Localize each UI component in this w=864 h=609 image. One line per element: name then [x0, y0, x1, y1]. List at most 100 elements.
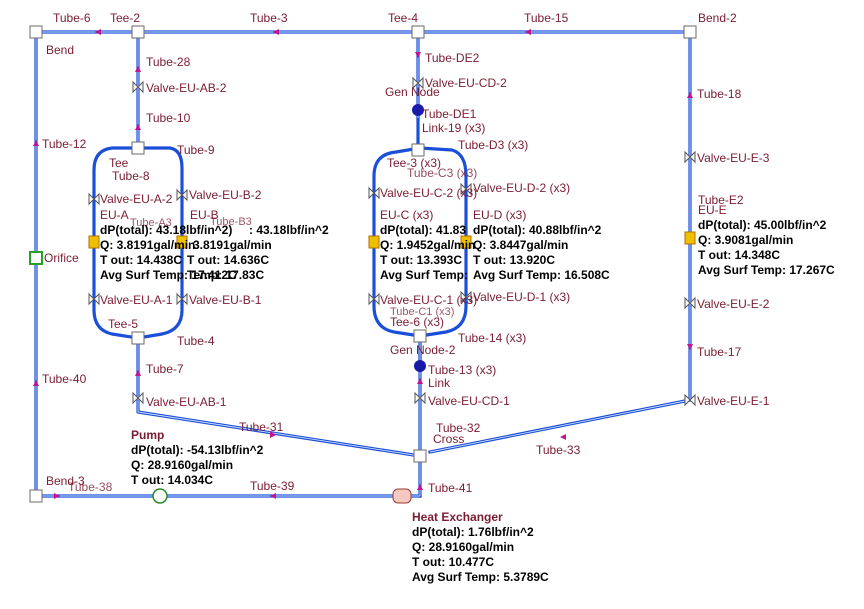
tube-c3-label[interactable]: Tube-C3 (x3): [407, 166, 478, 180]
valve-eu-a-2-label[interactable]: Valve-EU-A-2: [100, 192, 173, 206]
tee-6-label[interactable]: Tee-6 (x3): [390, 315, 445, 329]
tee-icon[interactable]: [131, 331, 145, 345]
valve-icon[interactable]: [368, 292, 380, 306]
tube-31-label[interactable]: Tube-31: [239, 420, 284, 434]
valve-eu-cd-1-label[interactable]: Valve-EU-CD-1: [428, 394, 510, 408]
tube-40-label[interactable]: Tube-40: [42, 372, 87, 386]
end-use-icon[interactable]: [88, 235, 100, 249]
valve-eu-ab-1-label[interactable]: Valve-EU-AB-1: [146, 395, 227, 409]
tube-e2-label[interactable]: Tube-E2: [698, 193, 744, 207]
tube-10-label[interactable]: Tube-10: [146, 111, 191, 125]
pump-icon[interactable]: [152, 488, 168, 504]
tube-3-label[interactable]: Tube-3: [250, 11, 288, 25]
tee-icon[interactable]: [131, 25, 145, 39]
valve-icon[interactable]: [412, 76, 424, 90]
tee-icon[interactable]: [411, 25, 425, 39]
valve-icon[interactable]: [88, 292, 100, 306]
valve-eu-c-2-label[interactable]: Valve-EU-C-2 (x3): [380, 186, 478, 200]
tube-32-label[interactable]: Tube-32: [436, 421, 481, 435]
tube-14-label[interactable]: Tube-14 (x3): [458, 331, 527, 345]
link-label[interactable]: Link: [428, 376, 451, 390]
tube-8-label[interactable]: Tube-8: [112, 169, 150, 183]
eu-d-label[interactable]: EU-D (x3): [473, 208, 527, 222]
heat-exchanger-icon[interactable]: [392, 488, 412, 504]
valve-eu-e-2-label[interactable]: Valve-EU-E-2: [697, 297, 770, 311]
valve-eu-b-1-label[interactable]: Valve-EU-B-1: [189, 293, 262, 307]
tube-18-label[interactable]: Tube-18: [697, 87, 742, 101]
tube-28-label[interactable]: Tube-28: [146, 55, 191, 69]
valve-icon[interactable]: [132, 80, 144, 94]
end-use-icon[interactable]: [684, 231, 696, 245]
valve-eu-a-1-label[interactable]: Valve-EU-A-1: [100, 293, 173, 307]
valve-eu-e-3-label[interactable]: Valve-EU-E-3: [697, 151, 770, 165]
cross-icon[interactable]: [413, 449, 427, 463]
valve-eu-e-1-label[interactable]: Valve-EU-E-1: [697, 394, 770, 408]
tube-33-label[interactable]: Tube-33: [536, 443, 581, 457]
tube-17-label[interactable]: Tube-17: [697, 345, 742, 359]
gen-node-label[interactable]: Gen Node: [385, 85, 440, 99]
bend-icon[interactable]: [683, 25, 697, 39]
tube-12-label[interactable]: Tube-12: [42, 137, 87, 151]
end-use-icon[interactable]: [368, 235, 380, 249]
tube-7-label[interactable]: Tube-7: [146, 362, 184, 376]
tube-d3-label[interactable]: Tube-D3 (x3): [458, 138, 529, 152]
hx-title[interactable]: Heat Exchanger: [412, 510, 503, 524]
valve-icon[interactable]: [368, 186, 380, 200]
tee-3-label[interactable]: Tee-3 (x3): [387, 156, 442, 170]
eu-b-label[interactable]: EU-B: [190, 208, 219, 222]
valve-eu-d-1-label[interactable]: Valve-EU-D-1 (x3): [473, 290, 571, 304]
valve-icon[interactable]: [460, 182, 472, 196]
cross-label[interactable]: Cross: [433, 432, 465, 446]
gen-node-icon[interactable]: [412, 104, 424, 116]
orifice-label[interactable]: Orifice: [44, 251, 79, 265]
valve-eu-d-2-label[interactable]: Valve-EU-D-2 (x3): [473, 181, 571, 195]
tube-de2-label[interactable]: Tube-DE2: [425, 51, 480, 65]
valve-icon[interactable]: [414, 391, 426, 405]
tube-13-label[interactable]: Tube-13 (x3): [428, 363, 497, 377]
valve-icon[interactable]: [176, 188, 188, 202]
valve-eu-b-2-label[interactable]: Valve-EU-B-2: [189, 188, 262, 202]
end-use-icon[interactable]: [176, 235, 188, 249]
tee-icon[interactable]: [413, 329, 427, 343]
bend-3-label[interactable]: Bend-3: [46, 474, 85, 488]
tee-2-label[interactable]: Tee-2: [110, 11, 141, 25]
tube-15-label[interactable]: Tube-15: [524, 11, 569, 25]
bend-2-label[interactable]: Bend-2: [698, 11, 737, 25]
bend-icon[interactable]: [29, 489, 43, 503]
tube-b3-label[interactable]: Tube-B3: [210, 216, 252, 228]
valve-eu-c-1-label[interactable]: Valve-EU-C-1 (x3): [380, 293, 478, 307]
end-use-icon[interactable]: [460, 235, 472, 249]
tube-4-label[interactable]: Tube-4: [177, 334, 215, 348]
valve-icon[interactable]: [132, 391, 144, 405]
tee-label[interactable]: Tee: [109, 156, 129, 170]
valve-eu-cd-2-label[interactable]: Valve-EU-CD-2: [425, 76, 507, 90]
tube-c1-label[interactable]: Tube-C1 (x3): [390, 306, 455, 318]
valve-icon[interactable]: [684, 150, 696, 164]
bend-icon[interactable]: [29, 25, 43, 39]
eu-a-label[interactable]: EU-A: [100, 208, 129, 222]
valve-icon[interactable]: [88, 192, 100, 206]
gen-node-2-icon[interactable]: [414, 360, 426, 372]
valve-icon[interactable]: [684, 296, 696, 310]
bend-label[interactable]: Bend: [46, 43, 75, 57]
tube-6-label[interactable]: Tube-6: [53, 11, 91, 25]
tee-5-label[interactable]: Tee-5: [108, 317, 139, 331]
link-19-label[interactable]: Link-19 (x3): [422, 121, 486, 135]
valves[interactable]: [88, 76, 696, 407]
tee-icon[interactable]: [411, 143, 425, 157]
tube-a3-label[interactable]: Tube-A3: [130, 217, 172, 229]
tee-icon[interactable]: [131, 141, 145, 155]
pump-title[interactable]: Pump: [131, 428, 165, 442]
tube-9-label[interactable]: Tube-9: [177, 143, 215, 157]
tube-38-label[interactable]: Tube-38: [68, 480, 113, 494]
valve-icon[interactable]: [460, 290, 472, 304]
gen-node-2-label[interactable]: Gen Node-2: [390, 343, 456, 357]
valve-icon[interactable]: [684, 393, 696, 407]
eu-e-label[interactable]: EU-E: [698, 203, 727, 217]
valve-icon[interactable]: [176, 292, 188, 306]
orifice-icon[interactable]: [29, 251, 43, 265]
tube-39-label[interactable]: Tube-39: [250, 479, 295, 493]
end-use-icons[interactable]: [88, 231, 696, 249]
tube-de1-label[interactable]: Tube-DE1: [422, 107, 477, 121]
eu-c-label[interactable]: EU-C (x3): [380, 208, 434, 222]
